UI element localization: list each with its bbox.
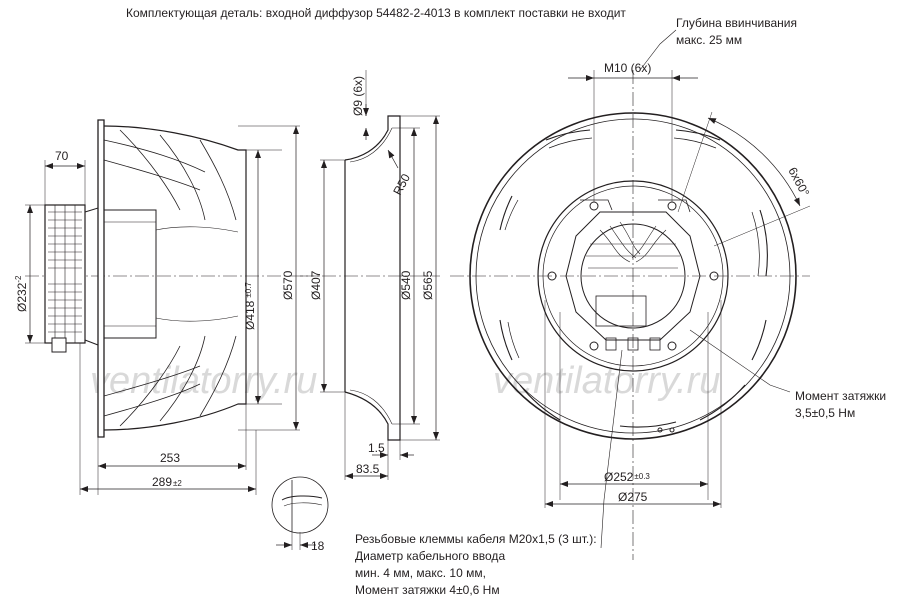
torque-note-line2: 3,5±0,5 Нм — [795, 406, 856, 420]
dim-70: 70 — [55, 149, 69, 163]
dim-angle: 6x60° — [785, 165, 812, 199]
cable-note-line2: Диаметр кабельного ввода — [355, 549, 506, 563]
dim-289-value: 289 — [152, 475, 172, 489]
dim-252: Ø252±0.3 — [604, 470, 650, 484]
side-view — [25, 119, 329, 550]
dim-232-tolerance: -2 — [14, 275, 23, 283]
dim-418: Ø418 ±0.7 — [243, 282, 257, 330]
depth-note-line1: Глубина ввинчивания — [676, 16, 797, 30]
nozzle-view — [300, 70, 440, 480]
dim-289-tolerance: ±2 — [173, 479, 182, 488]
dim-540: Ø540 — [399, 270, 413, 300]
depth-note-line2: макс. 25 мм — [676, 33, 743, 47]
cable-note-line3: мин. 4 мм, макс. 10 мм, — [355, 566, 486, 580]
dim-275: Ø275 — [618, 490, 648, 504]
dim-289: 289±2 — [152, 475, 182, 489]
dim-565: Ø565 — [421, 270, 435, 300]
dim-252-value: Ø252 — [604, 470, 634, 484]
watermark-right: ventilatorry.ru — [493, 360, 720, 402]
dim-418-value: Ø418 — [243, 300, 257, 330]
dim-418-tolerance: ±0.7 — [244, 282, 253, 298]
dim-18: 18 — [311, 539, 325, 553]
component-note: Комплектующая деталь: входной диффузор 5… — [126, 6, 626, 20]
dim-232: Ø232-2 — [14, 275, 29, 312]
dim-407: Ø407 — [309, 270, 323, 300]
dim-253: 253 — [160, 451, 180, 465]
torque-note-line1: Момент затяжки — [795, 389, 887, 403]
dim-570: Ø570 — [281, 270, 295, 300]
dim-232-value: Ø232 — [15, 282, 29, 312]
watermark-left: ventilatorry.ru — [90, 360, 317, 402]
dim-9-holes: Ø9 (6x) — [351, 76, 365, 116]
dim-1-5: 1.5 — [368, 441, 385, 455]
cable-note-line1: Резьбовые клеммы кабеля M20x1,5 (3 шт.): — [355, 532, 597, 546]
dim-83-5: 83.5 — [356, 462, 380, 476]
dim-r50: R50 — [390, 171, 413, 197]
dim-m10: M10 (6x) — [604, 61, 651, 75]
cable-note-line4: Момент затяжки 4±0,6 Нм — [355, 583, 500, 597]
dim-252-tolerance: ±0.3 — [634, 472, 650, 481]
front-view — [450, 29, 811, 560]
